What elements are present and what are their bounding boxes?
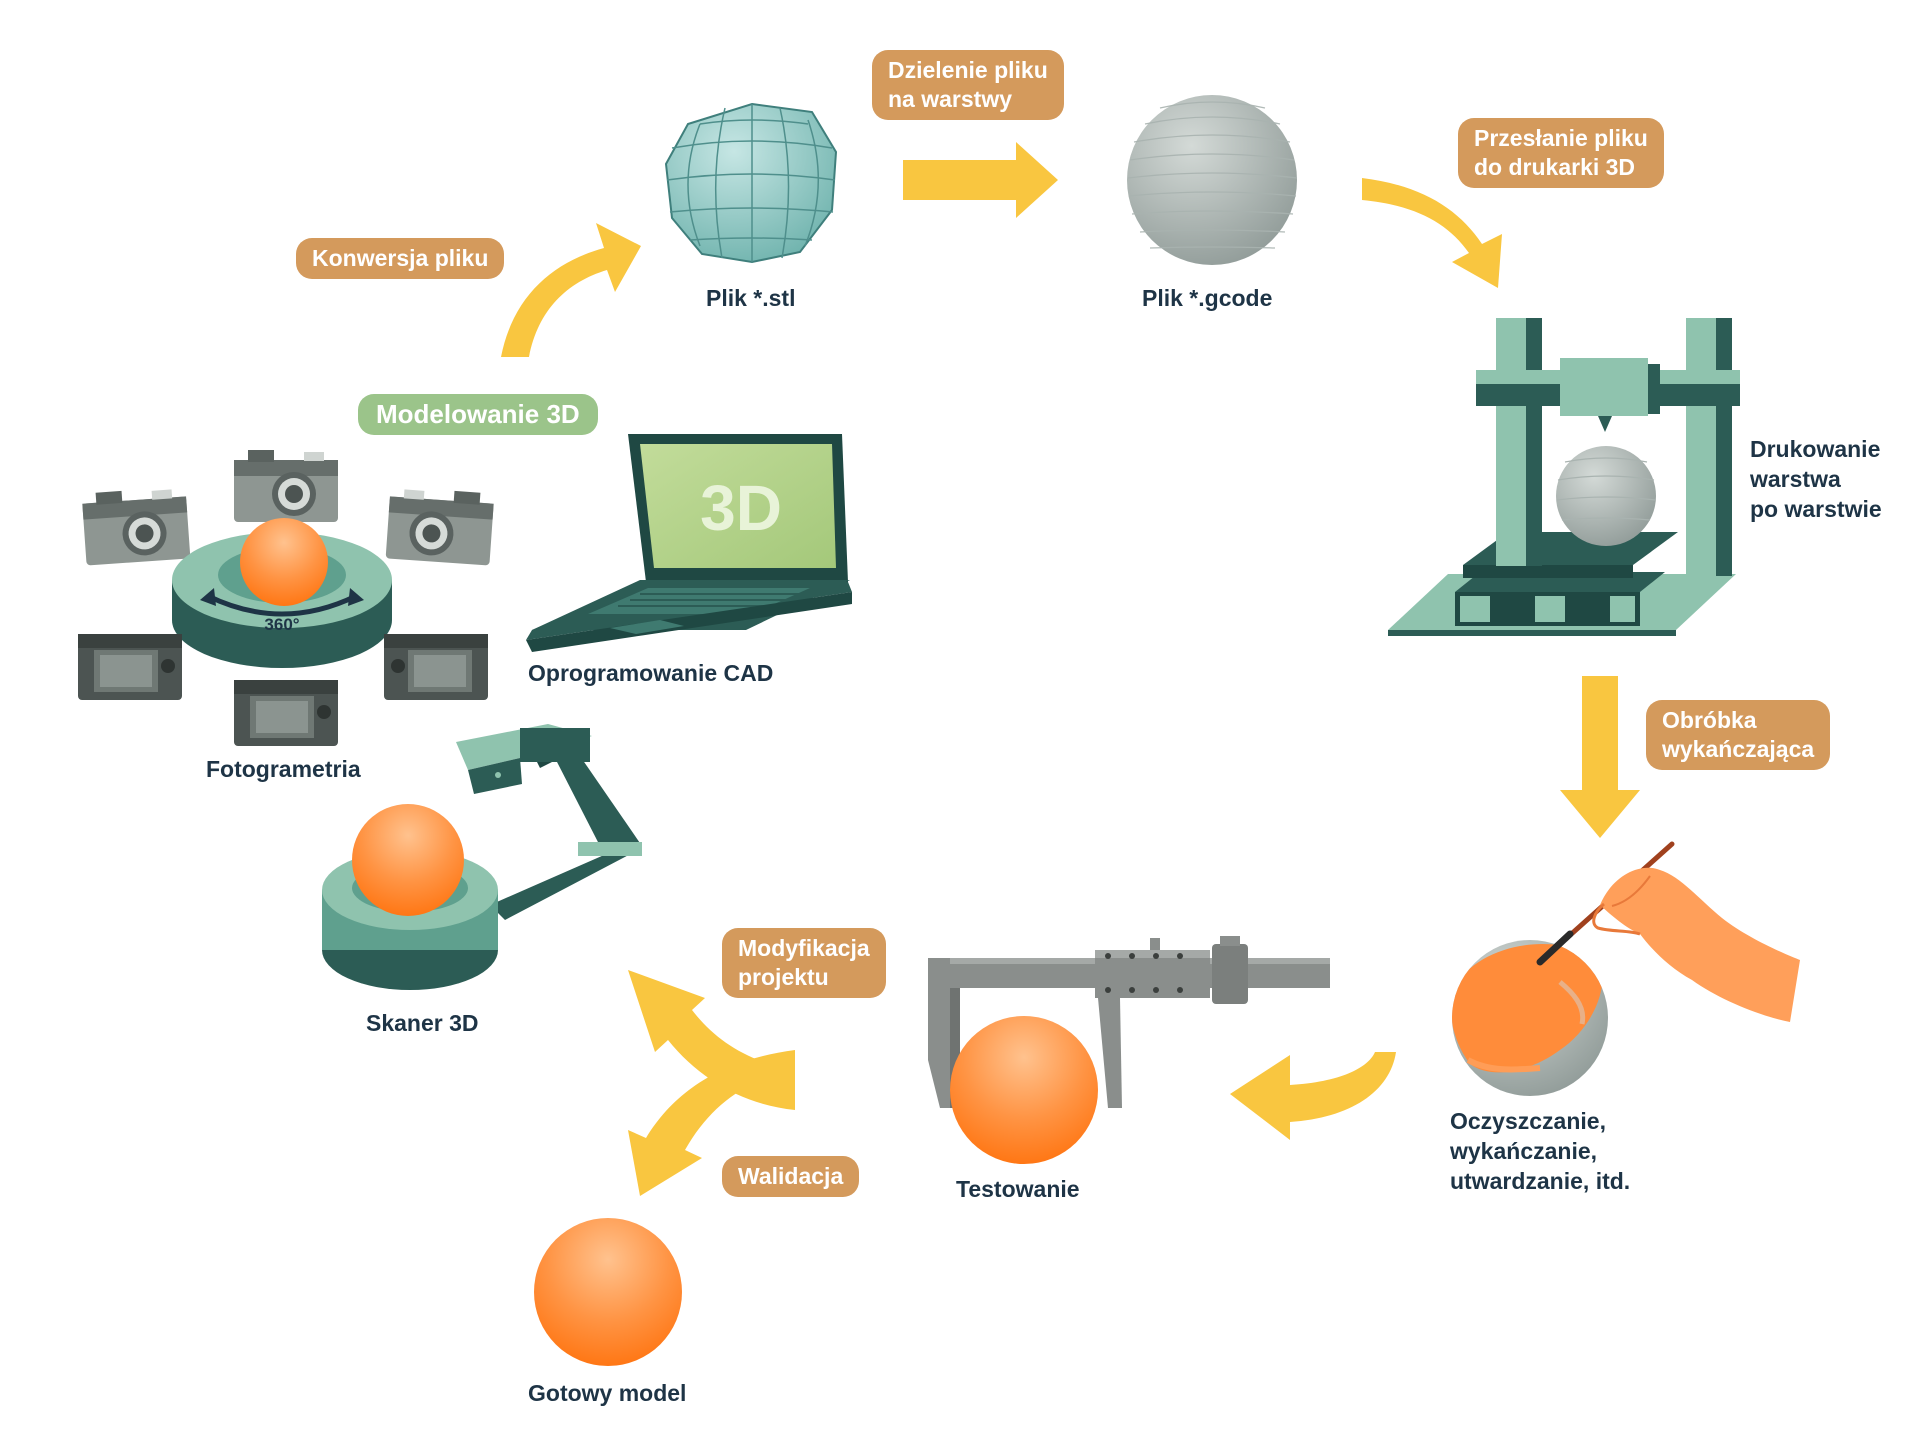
pill-dzielenie-line1: Dzielenie pliku <box>888 57 1048 83</box>
label-oprogramowanie-cad: Oprogramowanie CAD <box>528 660 774 686</box>
label-drukowanie-line1: Drukowanie <box>1750 436 1881 462</box>
3d-scanner-icon <box>322 724 642 990</box>
pill-obrobka-line1: Obróbka <box>1662 707 1757 733</box>
label-oczyszczanie-line2: wykańczanie, <box>1450 1138 1598 1164</box>
gcode-sphere-icon <box>1127 95 1298 265</box>
pill-dzielenie-line2: na warstwy <box>888 86 1012 112</box>
label-drukowanie: Drukowanie warstwa po warstwie <box>1750 434 1882 524</box>
label-drukowanie-line3: po warstwie <box>1750 496 1882 522</box>
pill-obrobka-line2: wykańczająca <box>1662 736 1815 762</box>
label-drukowanie-line2: warstwa <box>1750 466 1841 492</box>
label-plik-stl: Plik *.stl <box>706 285 796 311</box>
arrow-walidacja <box>628 1050 795 1196</box>
laptop-cad-icon: 3D <box>526 434 852 652</box>
turntable-degrees: 360° <box>264 615 299 634</box>
label-gotowy-model: Gotowy model <box>528 1380 687 1406</box>
label-oczyszczanie-line1: Oczyszczanie, <box>1450 1108 1606 1134</box>
pill-walidacja: Walidacja <box>722 1156 860 1197</box>
pill-przeslanie-line1: Przesłanie pliku <box>1474 125 1648 151</box>
stl-mesh-sphere-icon <box>664 102 838 264</box>
pill-modyfikacja-line1: Modyfikacja <box>738 935 870 961</box>
photogrammetry-rig-icon: 360° <box>78 450 495 746</box>
pill-przeslanie-line2: do drukarki 3D <box>1474 154 1636 180</box>
label-testowanie: Testowanie <box>956 1176 1080 1202</box>
pill-modyfikacja-line2: projektu <box>738 964 829 990</box>
caliper-icon <box>928 936 1330 1164</box>
pill-dzielenie-pliku: Dzielenie pliku na warstwy <box>872 50 1064 120</box>
arrow-dzielenie <box>903 142 1058 218</box>
arrow-konwersja <box>501 223 641 357</box>
finished-model-sphere-icon <box>534 1218 682 1366</box>
pill-przeslanie-pliku: Przesłanie pliku do drukarki 3D <box>1458 118 1664 188</box>
3d-printer-icon <box>1388 318 1740 636</box>
label-oczyszczanie: Oczyszczanie, wykańczanie, utwardzanie, … <box>1450 1106 1630 1196</box>
label-oczyszczanie-line3: utwardzanie, itd. <box>1450 1168 1631 1194</box>
arrow-testowanie <box>1230 1052 1396 1140</box>
pill-modyfikacja: Modyfikacja projektu <box>722 928 886 998</box>
laptop-screen-text: 3D <box>700 472 782 544</box>
pill-obrobka: Obróbka wykańczająca <box>1646 700 1831 770</box>
label-plik-gcode: Plik *.gcode <box>1142 285 1273 311</box>
painting-hand-icon <box>1452 841 1800 1096</box>
pill-modelowanie-3d: Modelowanie 3D <box>358 394 598 435</box>
label-skaner-3d: Skaner 3D <box>366 1010 479 1036</box>
label-fotogrametria: Fotogrametria <box>206 756 361 782</box>
arrow-przeslanie <box>1362 178 1502 288</box>
arrow-obrobka <box>1560 676 1640 838</box>
pill-konwersja-pliku: Konwersja pliku <box>296 238 505 279</box>
